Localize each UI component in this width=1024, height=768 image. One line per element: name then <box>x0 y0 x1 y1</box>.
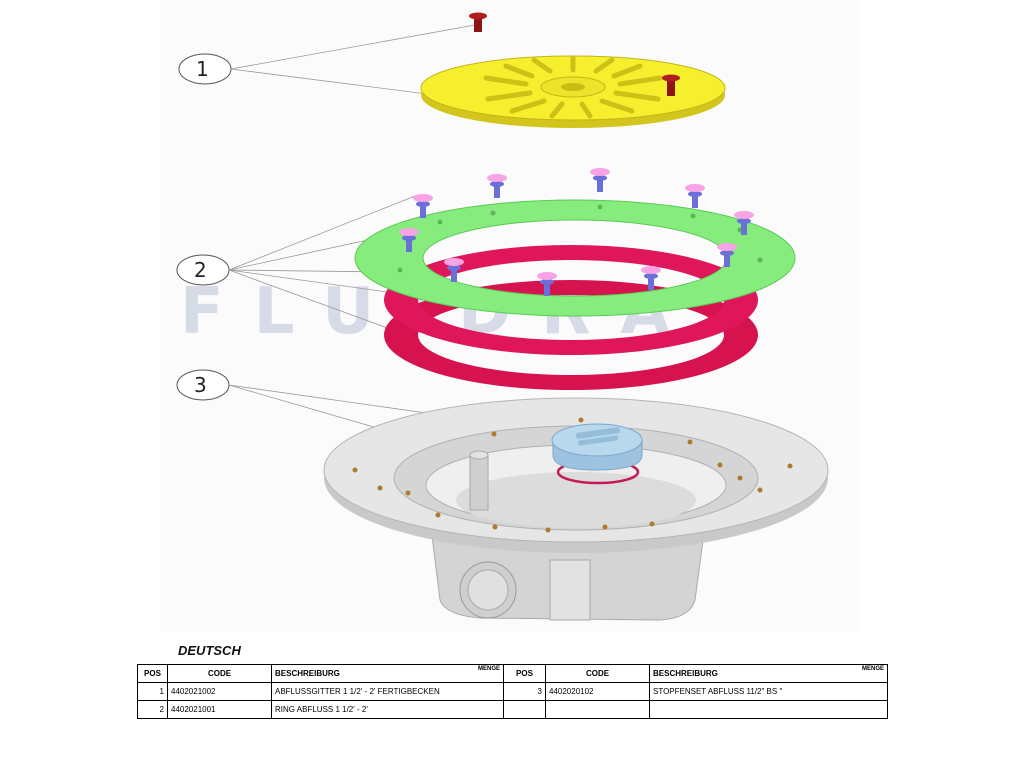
section-title: DEUTSCH <box>178 643 241 658</box>
svg-text:3: 3 <box>194 373 207 397</box>
header-qty: MENGE <box>477 666 500 672</box>
flange-screw <box>734 211 754 235</box>
drain-plug <box>551 423 643 471</box>
row-pos-right <box>503 700 546 719</box>
row-code: 4402021001 <box>167 700 272 719</box>
row-pos-right: 3 <box>503 682 546 701</box>
flange-screw <box>537 272 557 296</box>
row-code: 4402021002 <box>167 682 272 701</box>
table-header-row: POS CODE BESCHREIBURG MENGE POS CODE BESC… <box>137 664 888 683</box>
header-description-2: BESCHREIBURG MENGE <box>649 664 888 683</box>
flange-screw <box>413 194 433 218</box>
header-pos: POS <box>137 664 168 683</box>
svg-text:1: 1 <box>196 57 209 81</box>
callout-1: 1 <box>178 24 476 96</box>
drain-body <box>323 397 829 621</box>
header-qty-2: MENGE <box>861 666 884 672</box>
row-pos: 2 <box>137 700 168 719</box>
grate-screw-top <box>469 12 487 32</box>
row-code-right <box>545 700 650 719</box>
row-pos: 1 <box>137 682 168 701</box>
header-description: BESCHREIBURG MENGE <box>271 664 504 683</box>
callout-2: 2 <box>176 195 446 341</box>
row-description-right: STOPFENSET ABFLUSS 11/2" BS " <box>649 682 888 701</box>
flange-screw <box>641 266 661 290</box>
drain-grate <box>420 55 726 128</box>
exploded-view-diagram: FLUIDRA 1 2 3 <box>176 12 829 621</box>
table-row: 1 4402021002 ABFLUSSGITTER 1 1/2' - 2' F… <box>137 682 888 701</box>
header-pos-2: POS <box>503 664 546 683</box>
flange-screw <box>590 168 610 192</box>
svg-text:2: 2 <box>194 258 207 282</box>
header-code: CODE <box>167 664 272 683</box>
grate-screw-right <box>662 74 680 96</box>
row-description: RING ABFLUSS 1 1/2' - 2' <box>271 700 504 719</box>
row-code-right: 4402020102 <box>545 682 650 701</box>
flange-screw <box>444 258 464 282</box>
table-row: 2 4402021001 RING ABFLUSS 1 1/2' - 2' <box>137 700 888 719</box>
flange-screw <box>717 243 737 267</box>
row-description-right <box>649 700 888 719</box>
flange-screw <box>399 228 419 252</box>
flange-screw <box>487 174 507 198</box>
header-description-label: BESCHREIBURG <box>275 669 340 678</box>
row-description: ABFLUSSGITTER 1 1/2' - 2' FERTIGBECKEN <box>271 682 504 701</box>
flange-screw <box>685 184 705 208</box>
header-description-label-2: BESCHREIBURG <box>653 669 718 678</box>
header-code-2: CODE <box>545 664 650 683</box>
parts-table: POS CODE BESCHREIBURG MENGE POS CODE BESC… <box>137 664 888 719</box>
flange-screws <box>399 168 754 296</box>
